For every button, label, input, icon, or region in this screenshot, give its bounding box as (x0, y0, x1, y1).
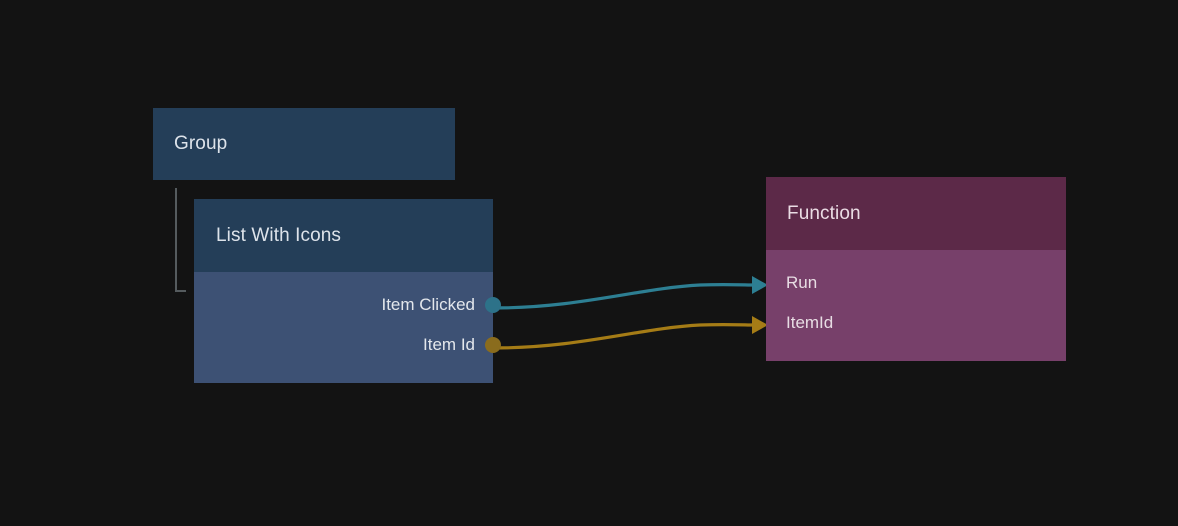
node-group[interactable]: Group (153, 108, 455, 180)
node-list-with-icons-title: List With Icons (216, 224, 342, 246)
node-function-title: Function (787, 202, 861, 224)
input-port-run-label: Run (786, 273, 818, 292)
input-port-itemid-label: ItemId (786, 313, 834, 332)
node-function-header[interactable]: Function (766, 177, 1066, 250)
output-port-item-id[interactable]: Item Id (194, 325, 501, 365)
input-port-itemid[interactable]: ItemId (766, 303, 1066, 343)
edge-item-id-to-itemid[interactable] (491, 322, 756, 350)
output-port-item-clicked[interactable]: Item Clicked (194, 285, 501, 325)
node-function-body: Run ItemId (766, 250, 1066, 361)
node-list-with-icons-header[interactable]: List With Icons (194, 199, 493, 272)
node-function[interactable]: Function Run ItemId (766, 177, 1066, 361)
output-port-item-clicked-label: Item Clicked (381, 295, 475, 314)
input-port-run[interactable]: Run (766, 263, 1066, 303)
node-group-header[interactable]: Group (153, 108, 455, 180)
group-child-bracket (175, 188, 186, 292)
node-list-with-icons[interactable]: List With Icons Item Clicked Item Id (194, 199, 501, 383)
node-list-with-icons-body: Item Clicked Item Id (194, 272, 501, 383)
edge-item-clicked-to-run[interactable] (491, 282, 756, 310)
output-port-dot-icon[interactable] (485, 297, 501, 313)
output-port-item-id-label: Item Id (423, 335, 475, 354)
output-port-dot-icon[interactable] (485, 337, 501, 353)
node-group-title: Group (174, 133, 228, 154)
